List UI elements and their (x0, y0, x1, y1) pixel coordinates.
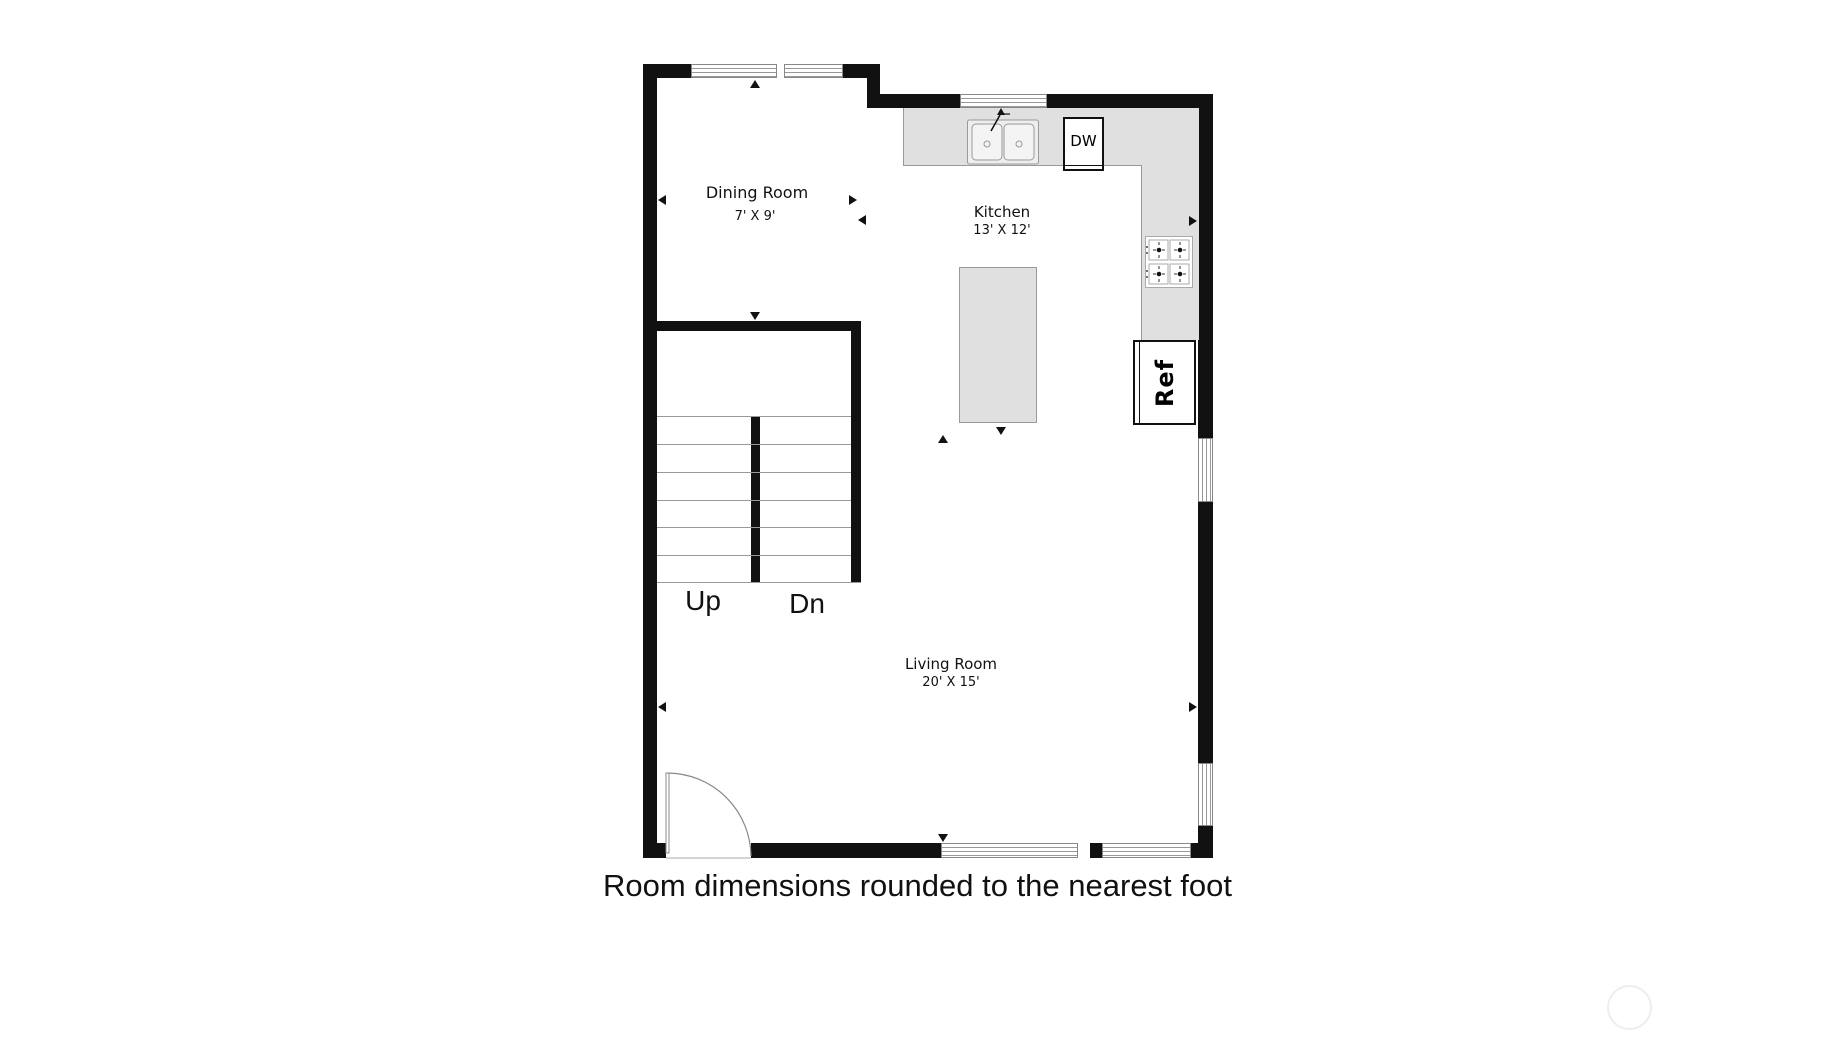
dimension-arrow-down-icon (750, 312, 760, 320)
room-dimensions-living: 20' X 15' (922, 675, 980, 690)
sink-icon (967, 108, 1039, 165)
window-dining-north-b (784, 64, 843, 78)
stove-icon (1145, 236, 1193, 288)
entry-door-swing-icon (665, 772, 752, 859)
floorplan-caption: Room dimensions rounded to the nearest f… (603, 868, 1232, 903)
stair-tread (657, 582, 861, 583)
room-dimensions-kitchen: 13' X 12' (973, 223, 1031, 238)
window-south-b (1102, 843, 1191, 858)
dimension-arrow-right-icon (1189, 216, 1197, 226)
wall-dining-north-left (643, 64, 691, 78)
watermark-circle-icon (1607, 985, 1652, 1030)
stairs-down-label: Dn (789, 588, 825, 619)
dimension-arrow-left-icon (658, 702, 666, 712)
wall-east-upper (1198, 94, 1213, 438)
refrigerator: Ref (1133, 340, 1196, 425)
wall-kitchen-north-right (1047, 94, 1213, 108)
dishwasher-label: DW (1070, 132, 1097, 150)
stair-tread (657, 527, 851, 528)
room-name-dining: Dining Room (705, 183, 809, 202)
dimension-arrow-down-icon (996, 427, 1006, 435)
stair-tread (657, 472, 851, 473)
dimension-arrow-up-icon (750, 80, 760, 88)
wall-south-pier (1090, 843, 1102, 858)
dimension-arrow-right-icon (1189, 702, 1197, 712)
room-dimensions-dining: 7' X 9' (734, 209, 776, 224)
stairs-up-label: Up (685, 585, 721, 616)
wall-south-main (751, 843, 941, 858)
dimension-arrow-left-icon (858, 215, 866, 225)
stair-tread (657, 416, 851, 417)
kitchen-island (959, 267, 1037, 423)
counter-north (903, 108, 1199, 166)
wall-south-corner (1191, 843, 1213, 858)
wall-west (643, 64, 657, 858)
dishwasher: DW (1063, 117, 1104, 171)
room-name-living: Living Room (904, 655, 998, 673)
window-east-lower (1198, 763, 1213, 826)
dimension-arrow-right-icon (849, 195, 857, 205)
window-south-a (941, 843, 1078, 858)
stair-tread (657, 444, 851, 445)
wall-kitchen-north-left (867, 94, 960, 108)
wall-stair-north (657, 321, 861, 331)
dimension-arrow-down-icon (938, 834, 948, 842)
stair-tread (657, 555, 851, 556)
window-kitchen-north (960, 94, 1047, 108)
room-name-kitchen: Kitchen (973, 203, 1031, 221)
dimension-arrow-left-icon (658, 195, 666, 205)
dimension-arrow-up-icon (938, 435, 948, 443)
window-east-upper (1198, 438, 1213, 502)
stair-tread (657, 500, 851, 501)
wall-stair-east (851, 321, 861, 582)
refrigerator-label: Ref (1150, 358, 1179, 407)
wall-stair-divider (751, 416, 760, 582)
wall-east-middle (1198, 502, 1213, 763)
wall-south-left-stub (643, 843, 666, 858)
window-dining-north-a (691, 64, 777, 78)
